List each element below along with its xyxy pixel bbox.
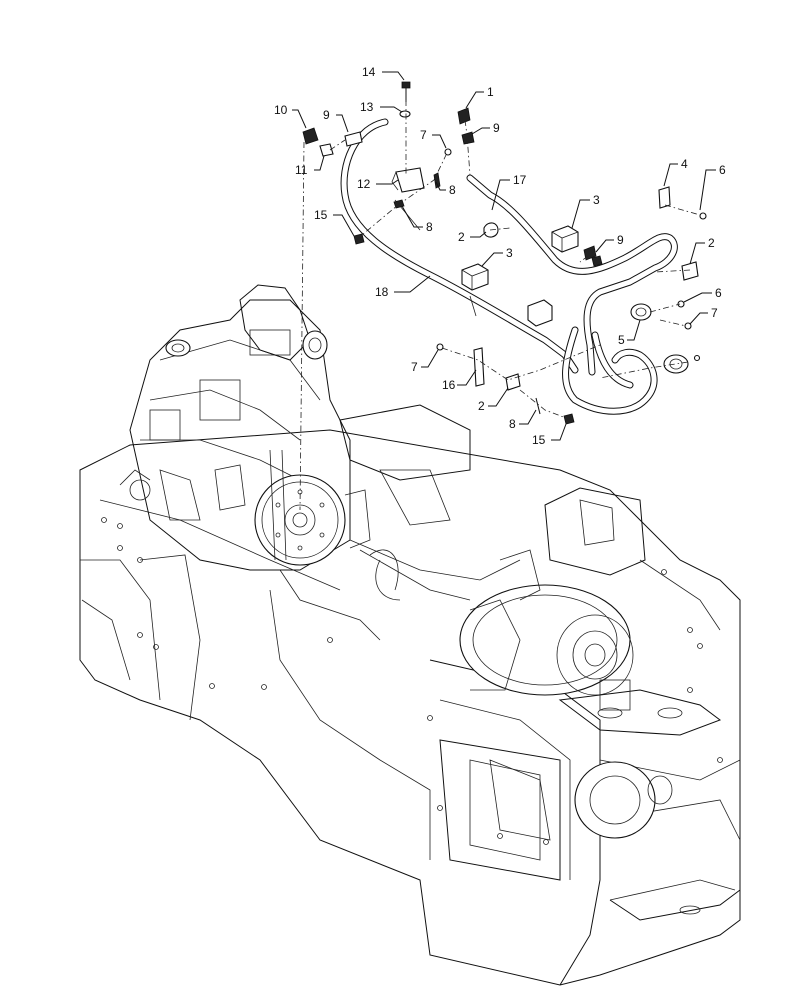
callout-16: 16 [442,378,456,392]
center-lines [299,100,701,511]
callout-11: 11 [295,163,308,177]
callout-18: 18 [375,285,389,299]
callout-2: 2 [458,230,465,244]
callout-9: 9 [617,233,624,247]
callout-10: 10 [274,103,288,117]
callout-2: 2 [708,236,715,250]
callout-labels: 14 13 1 10 9 9 7 11 12 8 17 4 6 15 8 2 3… [274,65,726,447]
callout-7: 7 [711,306,718,320]
hose-loop [562,326,658,415]
callout-3: 3 [593,193,600,207]
callout-15: 15 [314,208,328,222]
callout-9: 9 [323,108,330,122]
callout-1: 1 [487,85,494,99]
hose-17 [466,174,678,376]
callout-8: 8 [449,183,456,197]
small-parts [302,81,707,425]
callout-8: 8 [509,417,516,431]
callout-3: 3 [506,246,513,260]
callout-7: 7 [411,360,418,374]
callout-12: 12 [357,177,371,191]
callout-6: 6 [719,163,726,177]
callout-17: 17 [513,173,527,187]
callout-15: 15 [532,433,546,447]
drive-unit [279,539,673,841]
chassis-frame [79,404,741,986]
callout-2: 2 [478,399,485,413]
callout-9: 9 [493,121,500,135]
callout-4: 4 [681,157,688,171]
callout-14: 14 [362,65,376,79]
engine-assembly [119,284,371,571]
callout-13: 13 [360,100,374,114]
leader-lines [292,71,716,441]
callout-8: 8 [426,220,433,234]
callout-7: 7 [420,128,427,142]
callout-6: 6 [715,286,722,300]
callout-5: 5 [618,333,625,347]
